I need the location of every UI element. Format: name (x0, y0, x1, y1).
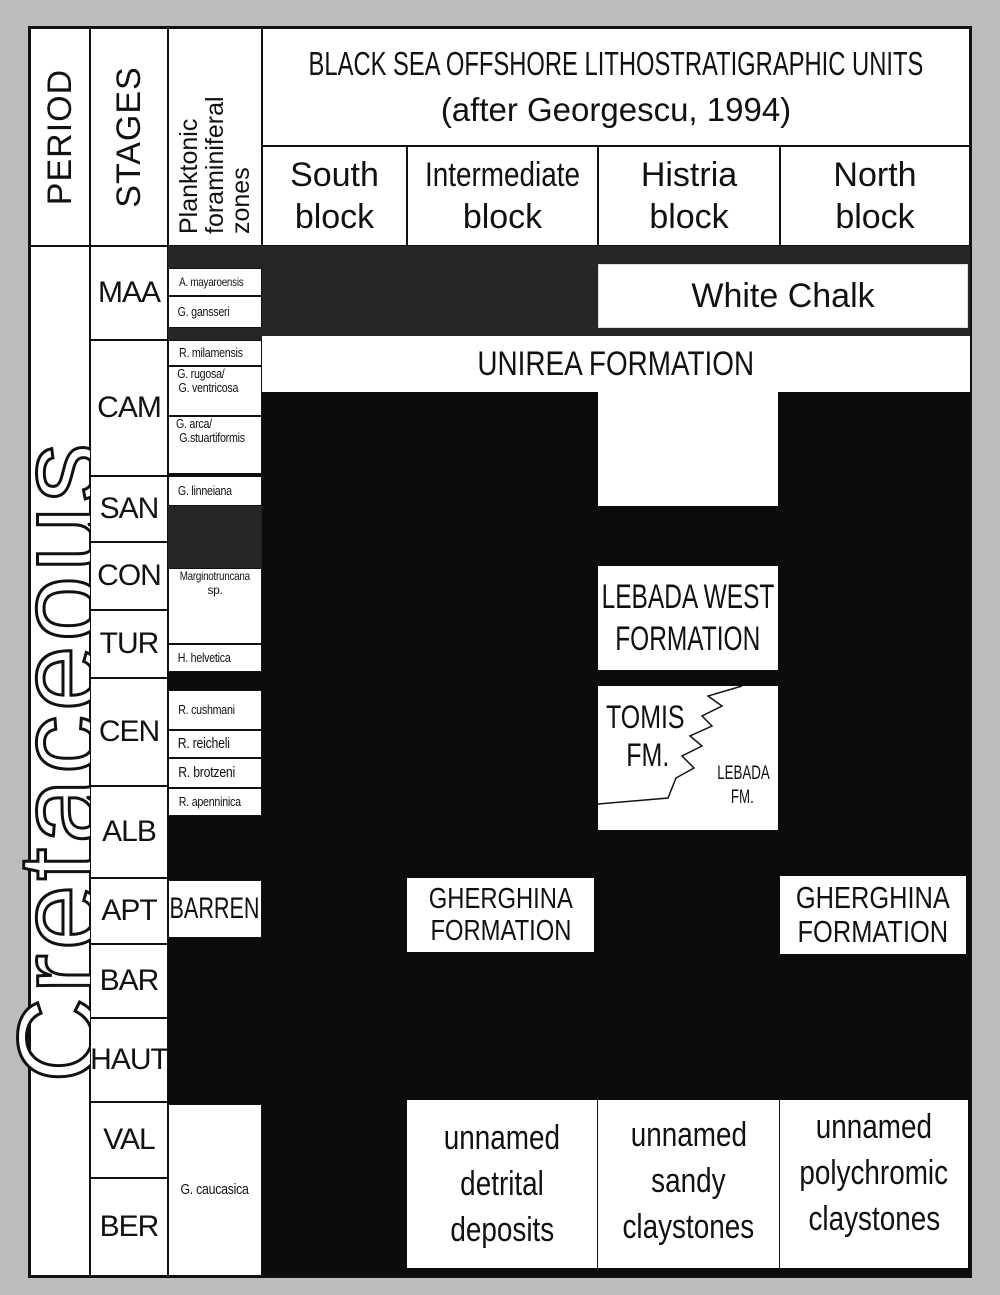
zone-g-gansseri: G. gansseri (168, 296, 262, 328)
zone-g-rugosa-line1: G. rugosa/ (177, 366, 225, 381)
zone-r-milamensis: R. milamensis (168, 340, 262, 366)
zone-r-brotzeni: R. brotzeni (168, 758, 262, 788)
unit-gherghina-int-line2: FORMATION (430, 915, 571, 947)
unit-unirea-histria-extension (598, 390, 778, 506)
stage-cam: CAM (90, 340, 168, 476)
unit-detrital-line2: detrital (460, 1165, 544, 1203)
unit-sandy-claystones: unnamed sandy claystones (598, 1100, 780, 1268)
zone-marginotruncana-line1: Marginotruncana (179, 569, 251, 583)
zone-g-rugosa: G. rugosa/ G. ventricosa (168, 366, 262, 416)
unit-unirea-label: UNIREA FORMATION (477, 344, 755, 383)
dark-fill-zones-gap (168, 506, 262, 568)
zones-header-line1: Planktonic (175, 118, 203, 234)
block-south-line2: block (294, 198, 375, 236)
zone-barren: BARREN (168, 880, 262, 938)
block-header-histria: Histria block (598, 146, 780, 246)
unit-tomis-lebada: TOMIS FM. LEBADA FM. (598, 686, 778, 830)
unit-sandy-line1: unnamed (630, 1116, 747, 1154)
unit-polychromic-claystones: unnamed polychromic claystones (780, 1100, 968, 1268)
period-header: PERIOD (30, 28, 90, 246)
unit-sandy-line3: claystones (622, 1208, 755, 1246)
block-intermediate-line2: block (462, 198, 543, 236)
zone-g-arca: G. arca/ G.stuartiformis (168, 416, 262, 474)
zones-header: Planktonic foraminiferal zones (168, 28, 262, 246)
period-header-label: PERIOD (40, 68, 79, 206)
facies-boundary-zigzag (598, 686, 743, 805)
unit-poly-line3: claystones (808, 1200, 940, 1238)
title-cell: BLACK SEA OFFSHORE LITHOSTRATIGRAPHIC UN… (262, 28, 970, 146)
unit-tomis-line2: FM. (626, 737, 670, 773)
stage-con: CON (90, 542, 168, 610)
unit-poly-line1: unnamed (815, 1108, 933, 1146)
block-header-intermediate: Intermediate block (407, 146, 598, 246)
unit-tomis-line1: TOMIS (606, 699, 685, 735)
chart-subtitle: (after Georgescu, 1994) (440, 91, 792, 128)
block-north-line1: North (833, 156, 917, 194)
stage-ber: BER (90, 1178, 168, 1276)
unit-gherghina-intermediate: GHERGHINA FORMATION (407, 878, 594, 952)
unit-unirea-formation: UNIREA FORMATION (262, 336, 970, 392)
zone-g-linneiana: G. linneiana (168, 476, 262, 506)
unit-gherghina-north-line1: GHERGHINA (796, 880, 950, 915)
zone-g-rugosa-line2: G. ventricosa (178, 380, 239, 395)
zone-r-cushmani: R. cushmani (168, 690, 262, 730)
block-intermediate-line1: Intermediate (425, 156, 580, 194)
stage-bar: BAR (90, 944, 168, 1018)
unit-lebada-line1: LEBADA (717, 763, 770, 784)
unit-detrital-line1: unnamed (443, 1119, 561, 1157)
stage-alb: ALB (90, 786, 168, 878)
period-name: Cretaceous (0, 438, 128, 1084)
unit-white-chalk: White Chalk (598, 264, 968, 328)
block-header-north: North block (780, 146, 970, 246)
stage-apt: APT (90, 878, 168, 944)
period-cell: Cretaceous (0, 246, 128, 1276)
zones-header-line2: foraminiferal (201, 96, 229, 234)
stages-header: STAGES (90, 28, 168, 246)
zone-marginotruncana: Marginotruncana sp. (168, 568, 262, 644)
zone-g-arca-line1: G. arca/ (175, 416, 212, 431)
stage-haut: HAUT (90, 1018, 169, 1102)
zone-g-caucasica: G. caucasica (168, 1104, 262, 1276)
unit-lebada-line2: FM. (730, 787, 754, 808)
unit-lebada-west: LEBADA WEST FORMATION (598, 566, 778, 670)
zone-r-reicheli: R. reicheli (168, 730, 262, 758)
stage-val: VAL (90, 1102, 168, 1178)
zone-a-mayaroensis: A. mayaroensis (168, 268, 262, 296)
zone-h-helvetica: H. helvetica (168, 644, 262, 672)
zone-g-arca-line2: G.stuartiformis (179, 430, 245, 445)
unit-detrital-line3: deposits (450, 1211, 554, 1249)
unit-lebada-west-line2: FORMATION (615, 620, 761, 658)
block-histria-line2: block (649, 198, 729, 236)
stage-san: SAN (90, 476, 168, 542)
zone-marginotruncana-line2: sp. (207, 583, 223, 597)
chart-title: BLACK SEA OFFSHORE LITHOSTRATIGRAPHIC UN… (308, 45, 924, 82)
unit-lebada-west-line1: LEBADA WEST (601, 578, 775, 616)
unit-gherghina-north: GHERGHINA FORMATION (780, 876, 966, 954)
unit-gherghina-int-line1: GHERGHINA (428, 883, 573, 915)
unit-poly-line2: polychromic (799, 1154, 949, 1192)
block-north-line2: block (835, 198, 915, 236)
block-south-line1: South (290, 156, 379, 194)
stage-maa: MAA (90, 246, 168, 340)
stage-cen: CEN (90, 678, 168, 786)
zones-header-line3: zones (227, 167, 255, 234)
block-header-south: South block (262, 146, 407, 246)
stages-header-label: STAGES (109, 66, 148, 208)
stage-tur: TUR (90, 610, 168, 678)
unit-sandy-line2: sandy (651, 1162, 726, 1200)
zone-r-apenninica: R. apenninica (168, 788, 262, 816)
block-histria-line1: Histria (640, 156, 738, 194)
unit-gherghina-north-line2: FORMATION (797, 914, 949, 949)
unit-detrital-deposits: unnamed detrital deposits (407, 1100, 598, 1268)
